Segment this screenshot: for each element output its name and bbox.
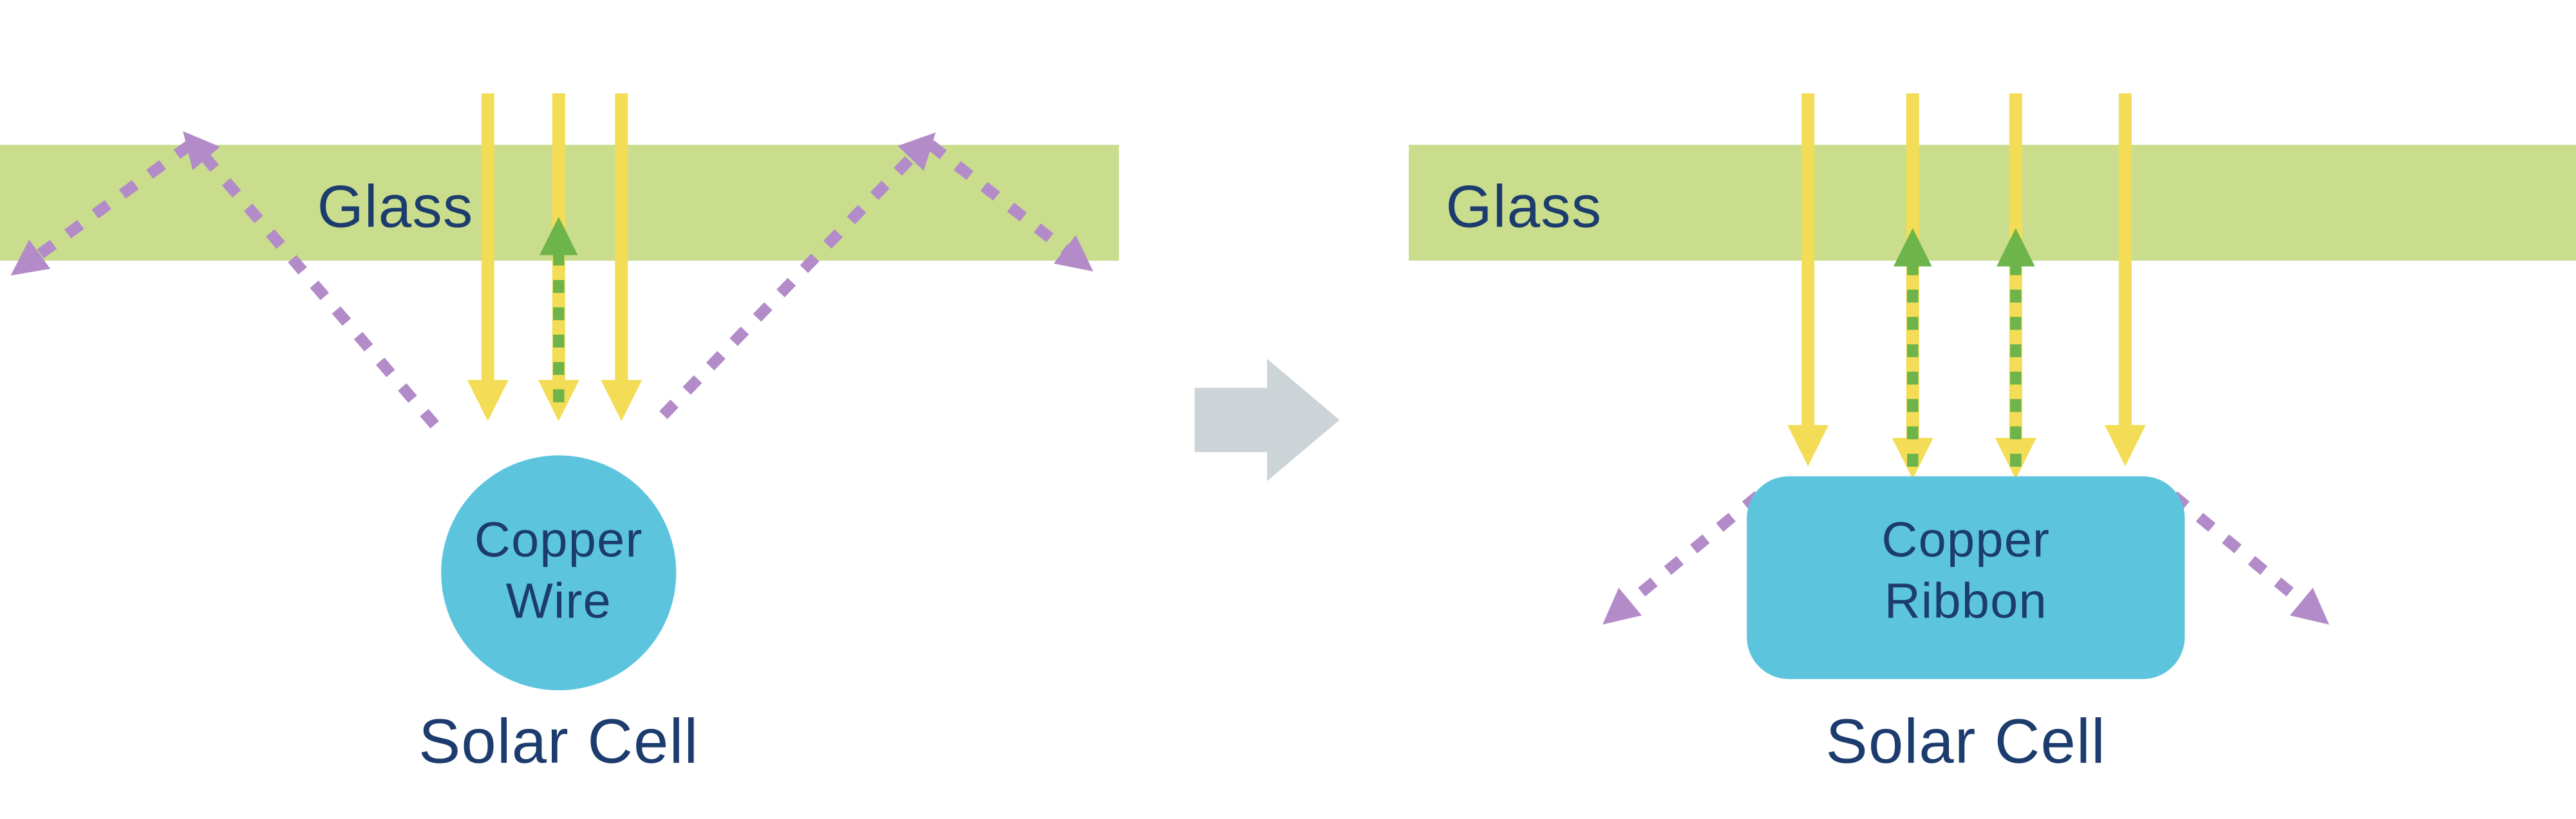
left-panel-copper-wire: Glass Copper Wire Solar Cell <box>0 93 1119 777</box>
glass-bar <box>1409 144 2576 261</box>
scattered-light-arrow-right <box>2170 491 2329 625</box>
transition-right-arrow-icon <box>1194 359 1340 482</box>
copper-wire-label-line2: Wire <box>506 574 612 629</box>
copper-ribbon-shape <box>1747 476 2185 679</box>
copper-ribbon-label-line2: Ribbon <box>1885 574 2047 629</box>
scattered-light-arrow-exit-right <box>926 140 1093 272</box>
scattered-light-arrow-up-left <box>183 131 439 429</box>
right-panel-copper-ribbon: Glass Copper Ribbon Solar Cell <box>1409 93 2576 777</box>
solar-cell-caption: Solar Cell <box>418 706 699 777</box>
scattered-light-arrow-up-right <box>659 132 936 419</box>
scattered-light-arrow-left <box>1602 491 1762 625</box>
glass-label: Glass <box>317 173 474 240</box>
glass-label: Glass <box>1446 173 1603 240</box>
copper-wire-shape <box>441 455 677 691</box>
solar-cell-caption: Solar Cell <box>1826 706 2106 777</box>
copper-wire-label-line1: Copper <box>475 513 643 568</box>
copper-ribbon-label-line1: Copper <box>1881 513 2050 568</box>
